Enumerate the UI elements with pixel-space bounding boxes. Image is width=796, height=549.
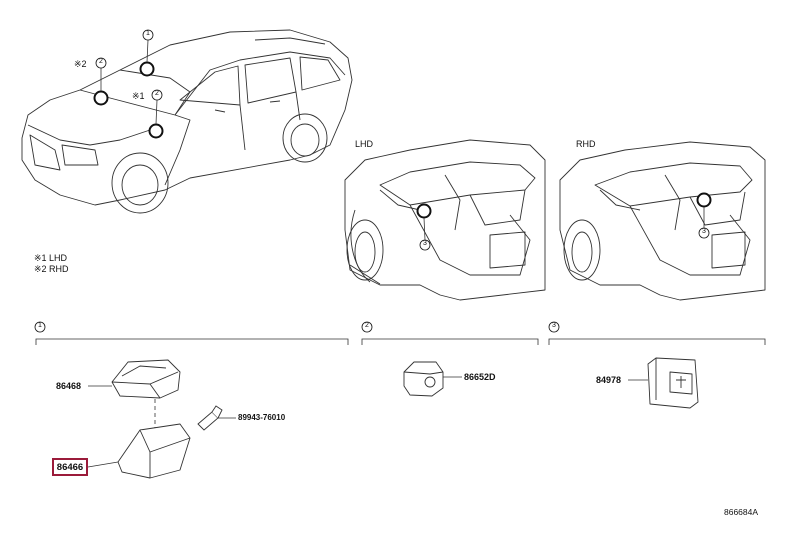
lhd-interior-view [344, 139, 546, 301]
section-number: 2 [365, 322, 369, 329]
part-number-86652d[interactable]: 86652D [464, 372, 496, 382]
part-number-84978[interactable]: 84978 [596, 375, 622, 385]
callout-number: 2 [99, 58, 103, 65]
rhd-interior-view [559, 141, 766, 301]
callout-number: 3 [423, 240, 427, 247]
view-label-rhd: RHD [576, 139, 596, 149]
part-86652d-shape [403, 361, 444, 397]
part-number-86466-highlighted[interactable]: 86466 [52, 458, 88, 476]
note-lhd: ※1 LHD [34, 253, 68, 263]
callout-number: 3 [702, 228, 706, 235]
view-label-lhd: LHD [355, 139, 374, 149]
mark-lhd: ※1 [132, 91, 145, 101]
part-84978-shape [647, 357, 699, 409]
part-number-screw[interactable]: 89943-76010 [238, 413, 286, 422]
part-number-86468[interactable]: 86468 [56, 381, 82, 391]
screw-shape [197, 405, 223, 431]
note-rhd: ※2 RHD [34, 264, 69, 274]
leader-lines [87, 39, 705, 468]
callout-number: 1 [146, 30, 150, 37]
callout-number: 2 [155, 90, 159, 97]
callout-circles [34, 29, 712, 333]
part-86468-shape [111, 359, 181, 399]
part-86466-shape [117, 423, 191, 479]
vehicle-suv-illustration [21, 29, 353, 214]
section-brackets [35, 338, 766, 345]
section-number: 1 [38, 322, 42, 329]
mark-rhd: ※2 [74, 59, 87, 69]
diagram-id: 866684A [724, 507, 759, 517]
section-number: 3 [552, 322, 556, 329]
